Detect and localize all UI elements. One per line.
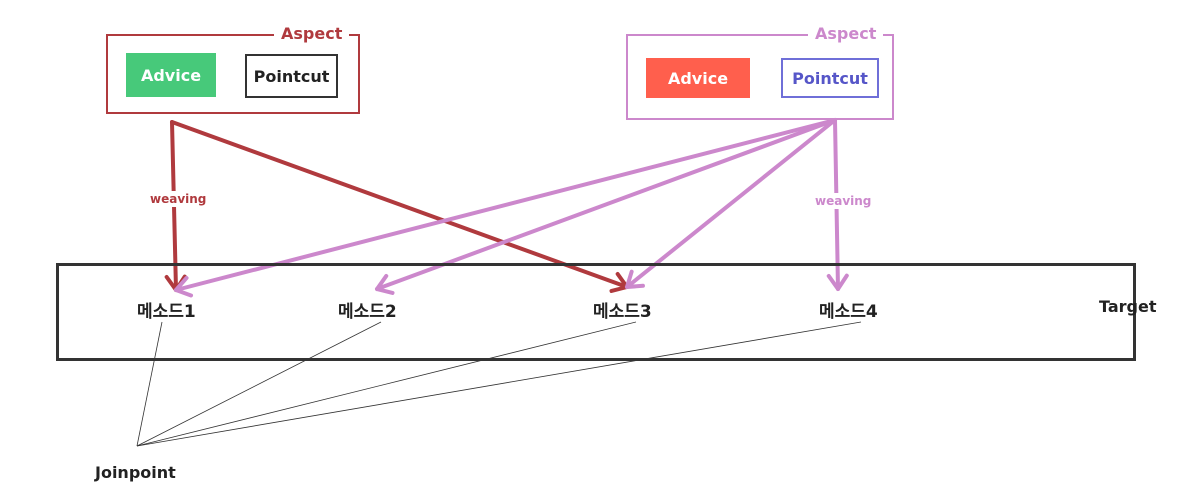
joinpoint-line-1	[136, 321, 163, 447]
joinpoint-line-3	[136, 321, 637, 447]
weaving-label-1: weaving	[148, 191, 209, 207]
joinpoint-label: Joinpoint	[95, 463, 176, 482]
method-2: 메소드2	[338, 302, 397, 322]
aspect-box-2	[626, 34, 894, 120]
method-4: 메소드4	[819, 302, 878, 322]
joinpoint-line-4	[136, 321, 862, 447]
method-1: 메소드1	[137, 302, 196, 322]
advice-box-2: Advice	[646, 58, 750, 98]
weave-arrow-aspect2-method2	[375, 118, 837, 295]
method-3: 메소드3	[593, 302, 652, 322]
weave-arrow-aspect2-method3	[625, 118, 837, 289]
aspect-box-1	[106, 34, 360, 114]
advice-box-1: Advice	[126, 53, 216, 97]
weave-arrow-aspect2-method1	[174, 118, 837, 298]
pointcut-box-1: Pointcut	[245, 54, 338, 98]
aspect-title-2: Aspect	[808, 24, 884, 44]
weaving-label-2: weaving	[813, 193, 874, 209]
aspect-title-1: Aspect	[274, 24, 350, 44]
target-box	[56, 263, 1136, 361]
pointcut-box-2: Pointcut	[781, 58, 879, 98]
target-label: Target	[1099, 297, 1157, 316]
joinpoint-line-2	[136, 321, 382, 447]
